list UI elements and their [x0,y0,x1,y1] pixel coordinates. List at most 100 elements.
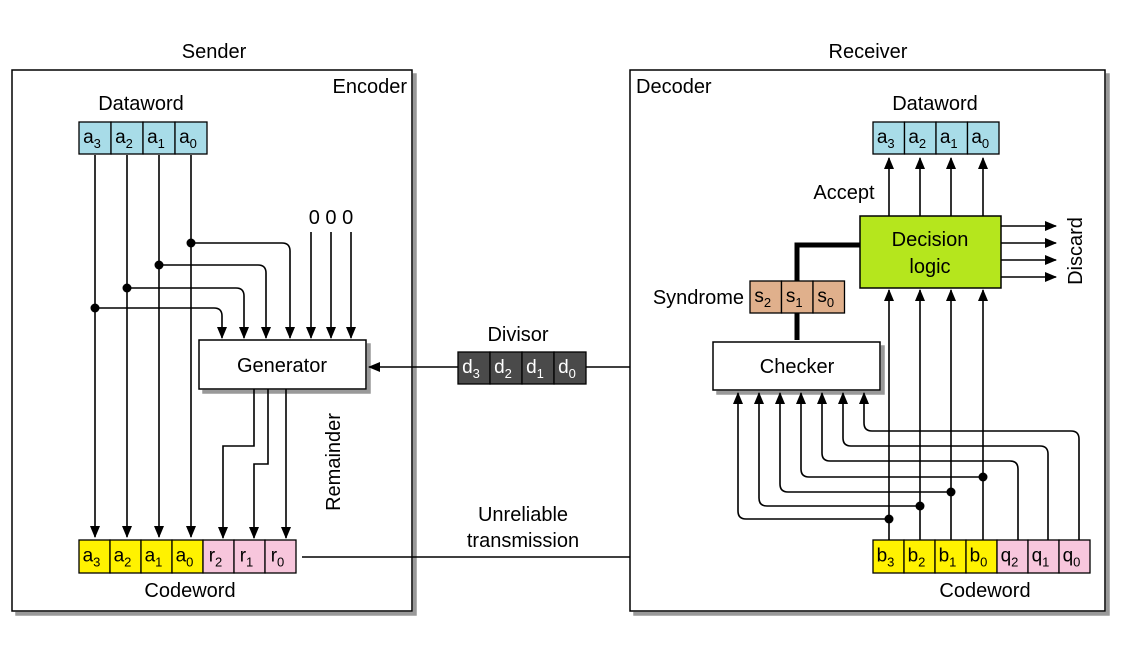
divisor-cell [457,351,491,385]
divisor-bit-label: d0 [558,357,576,381]
receiver-codeword-bit-label: q1 [1032,546,1050,570]
sender-codeword-label: Codeword [144,580,235,602]
sender-codeword-bit-label: a1 [145,546,163,570]
receiver-codeword-bit-label: b3 [877,546,895,570]
syndrome-bit-label: s1 [786,286,803,310]
divisor-cell [521,351,555,385]
junction-a3 [90,303,100,313]
checker-box [712,341,881,391]
sender-codeword-bit-label: a0 [176,546,194,570]
sender-codeword-cell [264,539,297,574]
sender-dataword-bit-label: a0 [179,127,197,151]
receiver-codeword-cell [872,539,905,574]
divisor-bit-label: d3 [462,357,480,381]
receiver-codeword-cell [965,539,998,574]
junction-a2 [122,283,132,293]
junction-b2 [915,501,925,511]
receiver-codeword-bit-label: b0 [970,546,988,570]
receiver-dataword-bit-label: a2 [908,127,926,151]
decision-logic-label-line2: logic [909,256,950,278]
sender-codeword-cell [78,539,111,574]
syndrome-bit-label: s0 [817,286,834,310]
generator-label: Generator [237,355,327,377]
divisor-label: Divisor [487,324,548,346]
b0-to-checker-wire [796,392,983,478]
checker-label: Checker [760,356,835,378]
receiver-dataword-bit-label: a1 [940,127,958,151]
branch-a2 [127,287,249,339]
receiver-codeword-bit-label: q0 [1063,546,1081,570]
junction-a1 [154,260,164,270]
receiver-codeword-bit-label: b2 [908,546,926,570]
branch-a1 [159,264,271,339]
q1-to-checker-wire [838,392,1049,540]
b3-to-checker-wire [733,392,889,520]
channel-label-line2: transmission [467,530,579,552]
sender-dataword-bit-label: a1 [147,127,165,151]
sender-codeword-cell [202,539,235,574]
divisor-cell [553,351,587,385]
syndrome-register: s2 s1 s0 [749,280,846,314]
receiver-dataword-bit-label: a3 [877,127,895,151]
remainder-label: Remainder [323,413,345,511]
sender-dataword-bit-label: a3 [83,127,101,151]
receiver-dataword-bit-label: a0 [971,127,989,151]
divisor-register: d3 d2 d1 d0 [457,351,587,385]
sender-dataword-bit-label: a2 [115,127,133,151]
receiver-title: Receiver [829,41,908,63]
sender-codeword-bit-label: r0 [271,546,285,570]
receiver-codeword-cell [1027,539,1060,574]
decision-logic-box [859,215,1002,289]
syndrome-cell [812,280,846,314]
receiver-dataword-register: a3 a2 a1 a0 [872,121,1000,155]
sender-codeword-bit-label: a2 [114,546,132,570]
receiver-codeword-bit-label: q2 [1001,546,1019,570]
divisor-bit-label: d2 [494,357,512,381]
sender-codeword-register: a3 a2 a1 a0 r2 r1 r0 [78,539,297,574]
receiver-dataword-cell [935,121,969,155]
receiver-dataword-label: Dataword [892,93,978,115]
q0-to-checker-wire [859,392,1080,540]
sender-dataword-cell [142,121,176,155]
sender-codeword-bit-label: r2 [209,546,223,570]
encoder-label: Encoder [333,76,408,98]
accept-label: Accept [813,182,875,204]
syndrome-bit-label: s2 [754,286,771,310]
sender-codeword-bit-label: r1 [240,546,254,570]
sender-dataword-label: Dataword [98,93,184,115]
branch-a3 [95,307,227,339]
sender-title: Sender [182,41,247,63]
branch-a0 [191,242,295,339]
remainder-wire-r2 [218,389,255,539]
sender-dataword-cell [174,121,208,155]
discard-label: Discard [1065,217,1087,285]
divisor-cell [489,351,523,385]
receiver-codeword-label: Codeword [939,580,1030,602]
decoder-box [629,69,1106,612]
b2-to-checker-wire [754,392,920,507]
remainder-wire-r1 [249,389,269,539]
divisor-bit-label: d1 [526,357,544,381]
receiver-codeword-cell [996,539,1029,574]
channel-label-line1: Unreliable [478,504,568,526]
receiver-codeword-register: b3 b2 b1 b0 q2 q1 q0 [872,539,1091,574]
receiver-dataword-cell [966,121,1000,155]
syndrome-label: Syndrome [653,287,744,309]
receiver-codeword-bit-label: b1 [939,546,957,570]
sender-codeword-bit-label: a3 [83,546,101,570]
q2-to-checker-wire [817,392,1019,540]
receiver-codeword-cell [1058,539,1091,574]
junction-b1 [946,487,956,497]
zero-padding-label: 0 0 0 [309,207,353,229]
b1-to-checker-wire [775,392,951,493]
receiver-dataword-cell [903,121,937,155]
junction-a0 [186,238,196,248]
decoder-label: Decoder [636,76,712,98]
junction-b3 [884,514,894,524]
sender-codeword-cell [109,539,142,574]
generator-box [198,339,367,390]
junction-b0 [978,472,988,482]
sender-dataword-cell [78,121,112,155]
decision-logic-label-line1: Decision [892,229,969,251]
